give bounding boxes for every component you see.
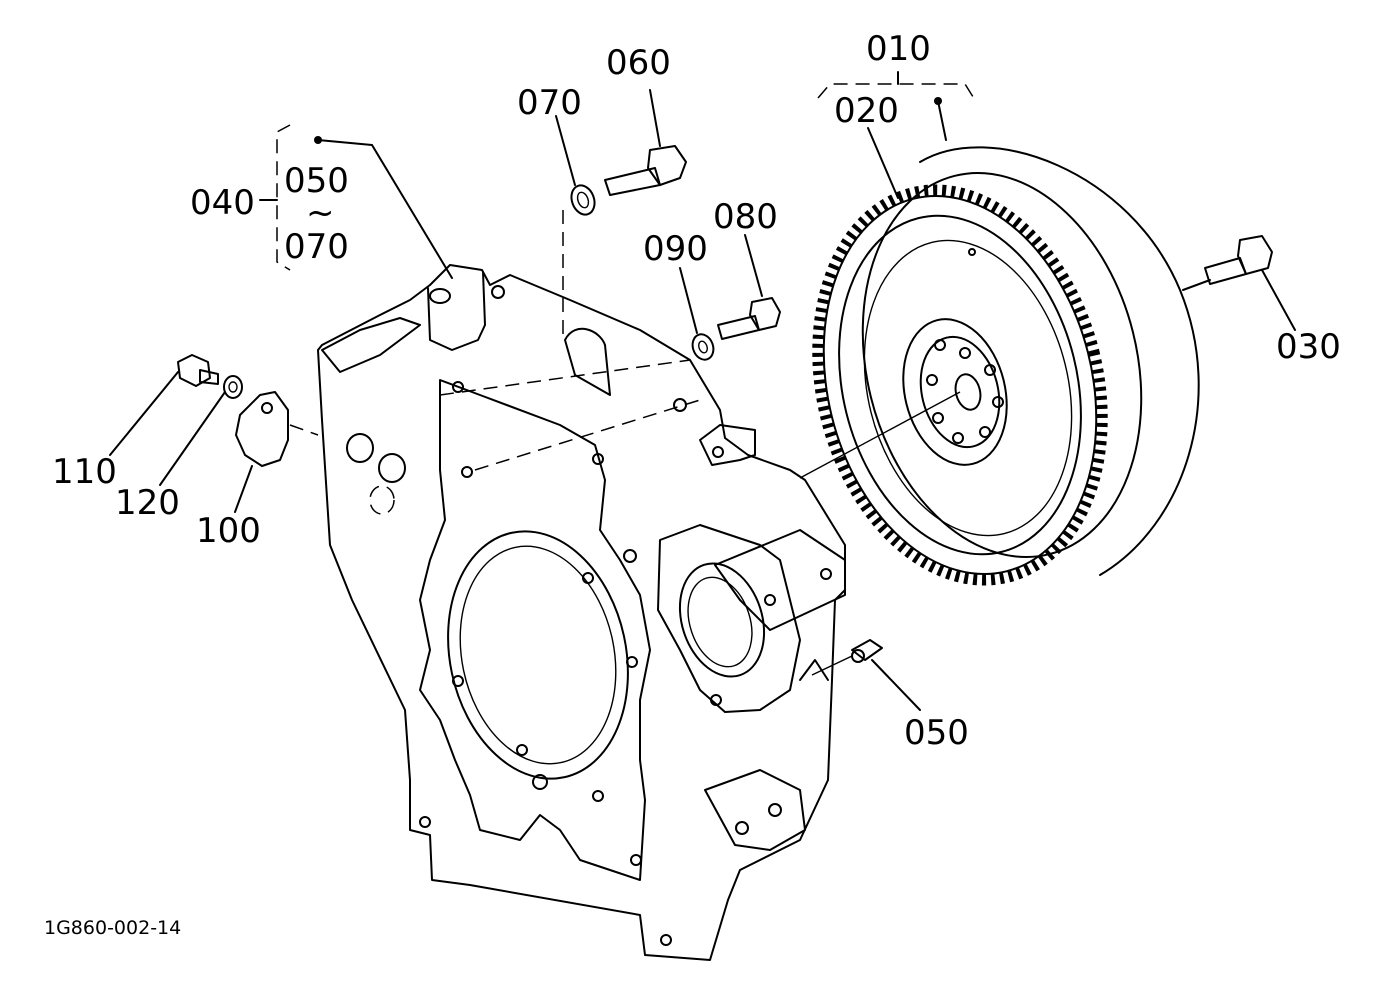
callout-050: 050 [904,713,969,753]
diagram-reference-code: 1G860-002-14 [44,917,181,939]
cover-plate-100 [235,391,289,467]
callout-050-group: 050 [284,161,349,201]
washer-120 [223,375,243,399]
callout-110: 110 [52,452,117,492]
bolt-080 [717,297,781,340]
callout-080: 080 [713,197,778,237]
callout-030: 030 [1276,327,1341,367]
callout-040: 040 [190,183,255,223]
washer-070 [570,184,596,216]
callout-070: 070 [517,83,582,123]
flywheel-assembly [812,146,1200,586]
callout-020: 020 [834,91,899,131]
washer-090 [691,333,715,361]
callout-100: 100 [196,511,261,551]
callout-090: 090 [643,229,708,269]
callout-060: 060 [606,43,671,83]
callout-120: 120 [115,483,180,523]
leader-lines [109,71,1296,711]
callout-range-tilde: ~ [306,193,335,233]
bolt-030 [1204,235,1273,285]
callout-010: 010 [866,29,931,69]
bolt-060 [604,145,687,196]
callout-labels: 010 020 030 040 050 ~ 070 050 060 070 08… [44,29,1341,939]
bolt-110 [177,354,219,387]
flywheel-housing [317,264,846,961]
dowel-pin-050 [851,639,883,663]
callout-070-group: 070 [284,227,349,267]
